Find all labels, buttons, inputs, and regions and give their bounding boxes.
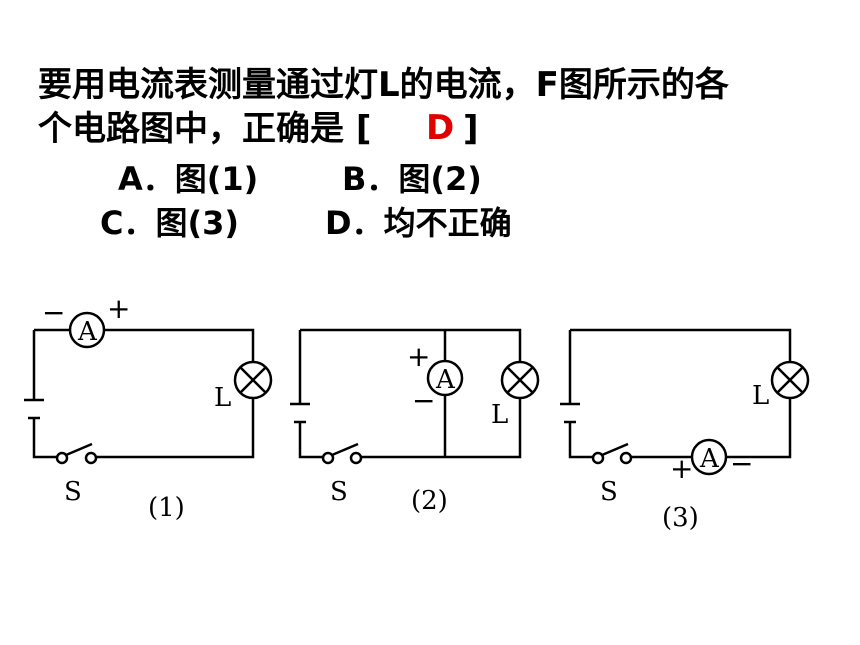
question-line-2: 个电路图中，正确是 [ [38,109,372,149]
ammeter-3-minus: − [730,447,753,480]
switch-terminal [349,451,363,465]
switch-blade-3 [601,442,629,457]
ammeter-3-plus: + [670,452,693,485]
switch-terminal [55,451,69,465]
ammeter-1-minus: − [42,296,65,329]
ammeter-2-minus: − [412,384,435,417]
lamp-1 [233,360,273,400]
lamp-3 [770,360,810,400]
option-b: B．图(2) [342,160,482,198]
switch-blade-1 [65,442,93,457]
question-bracket-close: ] [463,109,479,149]
switch-1-label: S [64,477,82,507]
switch-terminal [591,451,605,465]
ammeter-3 [690,438,728,476]
switch-2-label: S [330,477,348,507]
option-d: D．均不正确 [325,204,512,242]
ammeter-2-symbol: A [435,365,456,395]
ammeter-3-symbol: A [699,444,720,474]
lamp-1-label: L [214,383,231,413]
switch-terminal [321,451,335,465]
caption-3: (3) [662,503,699,533]
option-c: C．图(3) [100,204,240,242]
lamp-2 [500,360,540,400]
caption-2: (2) [411,486,448,516]
ammeter-2 [426,359,464,397]
circuit-1 [24,311,273,465]
lamp-2-label: L [491,400,508,430]
option-a: A．图(1) [118,160,259,198]
switch-3-label: S [600,477,618,507]
ammeter-1-symbol: A [77,317,98,347]
ammeter-1-plus: + [107,292,130,325]
ammeter-2-plus: + [407,340,430,373]
lamp-3-label: L [752,381,769,411]
circuit-2 [290,328,540,465]
switch-terminal [84,451,98,465]
circuit-3 [560,328,810,476]
caption-1: (1) [148,493,185,523]
switch-blade-2 [331,442,359,457]
ammeter-1 [68,311,106,349]
answer-mark: D [426,108,455,148]
switch-terminal [619,451,633,465]
question-line-1: 要用电流表测量通过灯L的电流，F图所示的各 [38,65,729,105]
